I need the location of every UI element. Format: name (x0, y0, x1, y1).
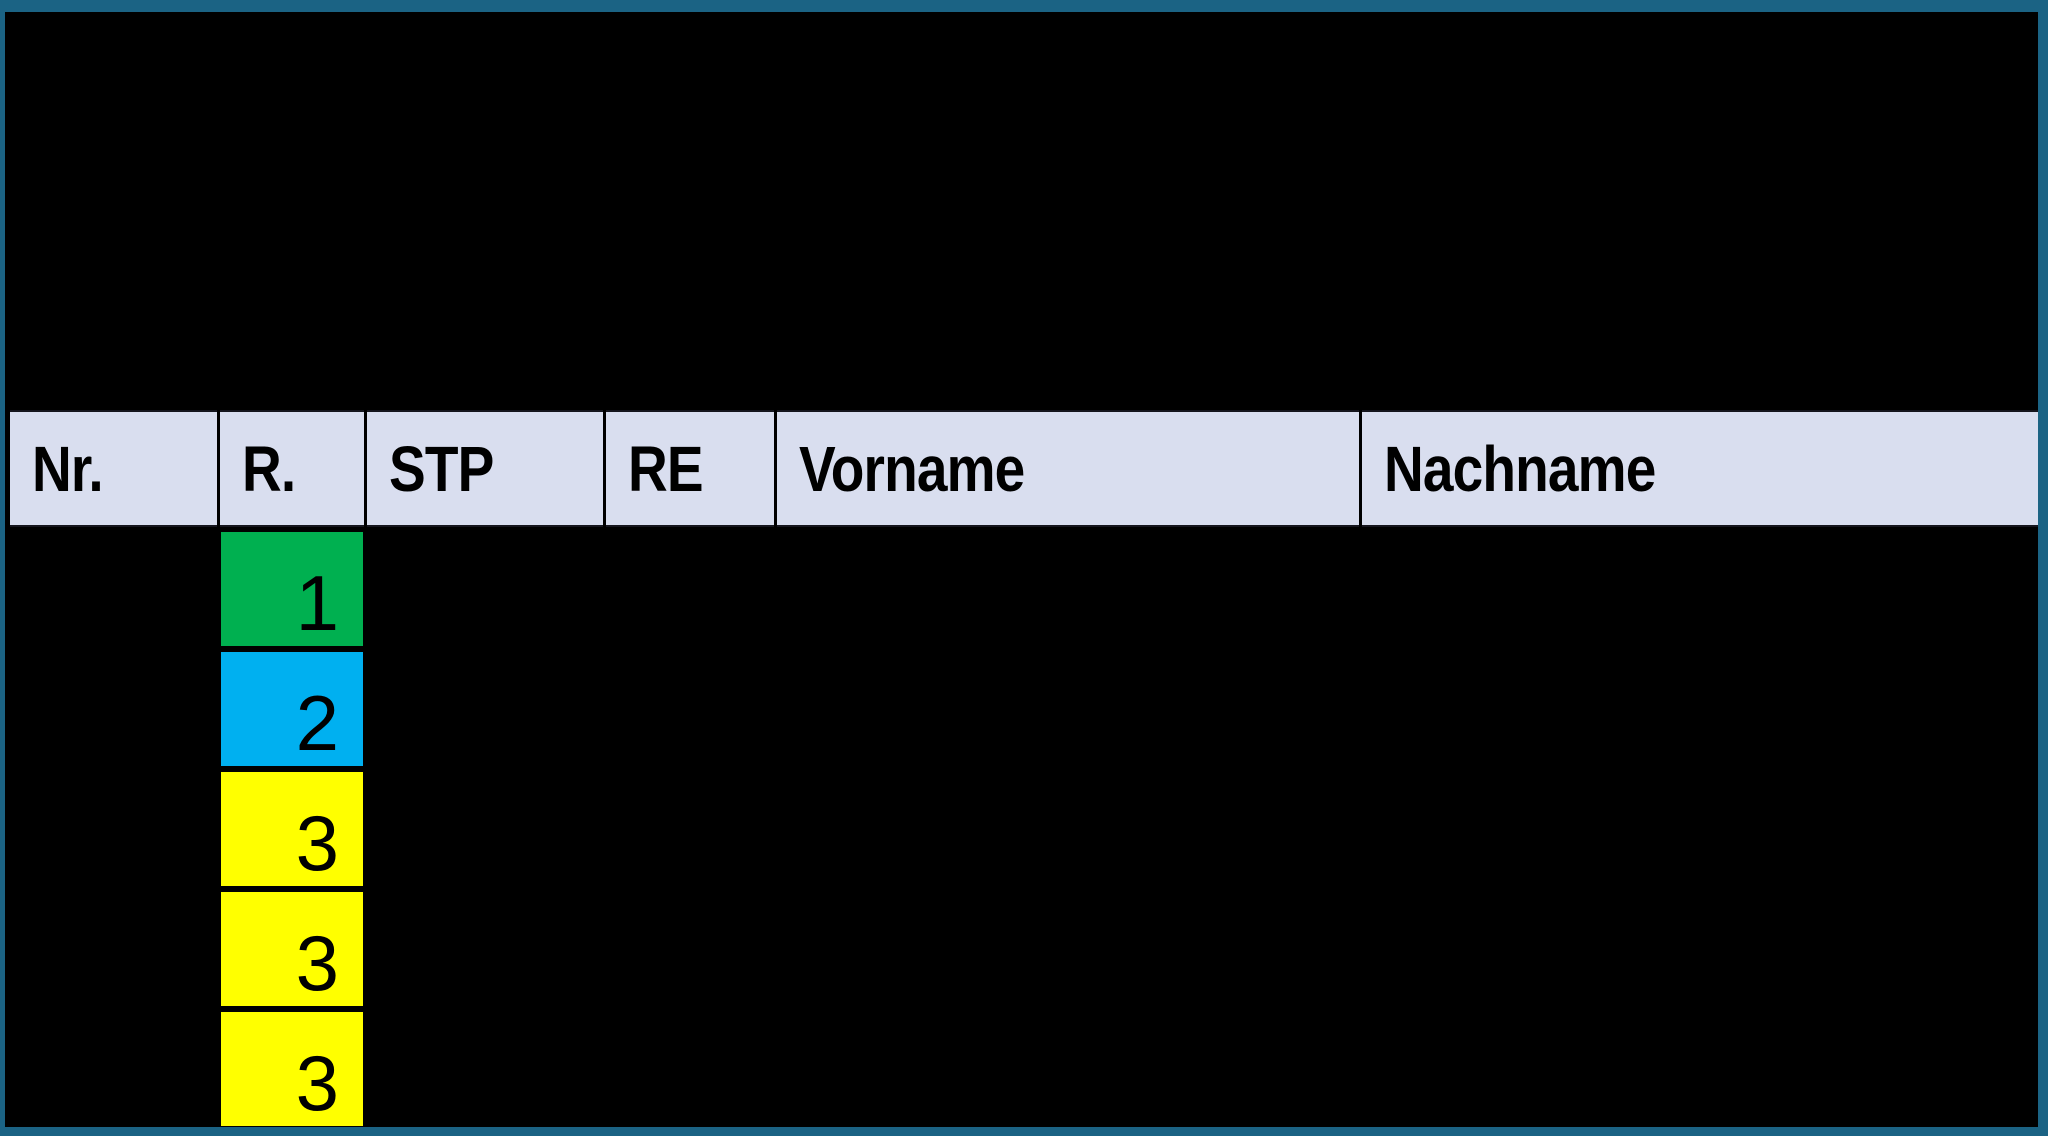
column-header-vorname-label: Vorname (799, 432, 1025, 505)
column-header-nachname[interactable]: Nachname (1362, 410, 2038, 527)
column-header-stp[interactable]: STP (367, 410, 603, 527)
cell-r-row1[interactable]: 1 (220, 531, 364, 647)
frame-border-right (2038, 0, 2048, 1136)
table-header-row: Nr. R. STP RE Vorname Nachname (10, 410, 2038, 527)
frame-border-bottom (0, 1127, 2048, 1136)
frame-border-top (0, 0, 2048, 12)
column-header-re-label: RE (628, 432, 704, 505)
column-header-stp-label: STP (389, 432, 494, 505)
cell-r-row2[interactable]: 2 (220, 651, 364, 767)
column-header-vorname[interactable]: Vorname (777, 410, 1359, 527)
column-header-nr-label: Nr. (32, 432, 104, 505)
column-header-r[interactable]: R. (220, 410, 364, 527)
frame-border-left (0, 0, 5, 1136)
cell-r-row5[interactable]: 3 (220, 1011, 364, 1127)
column-header-nachname-label: Nachname (1384, 432, 1656, 505)
cell-r-row3[interactable]: 3 (220, 771, 364, 887)
column-header-r-label: R. (242, 432, 296, 505)
cell-r-row4[interactable]: 3 (220, 891, 364, 1007)
column-header-re[interactable]: RE (606, 410, 774, 527)
column-header-nr[interactable]: Nr. (10, 410, 217, 527)
r-column-cells: 1 2 3 3 3 (220, 531, 364, 1127)
